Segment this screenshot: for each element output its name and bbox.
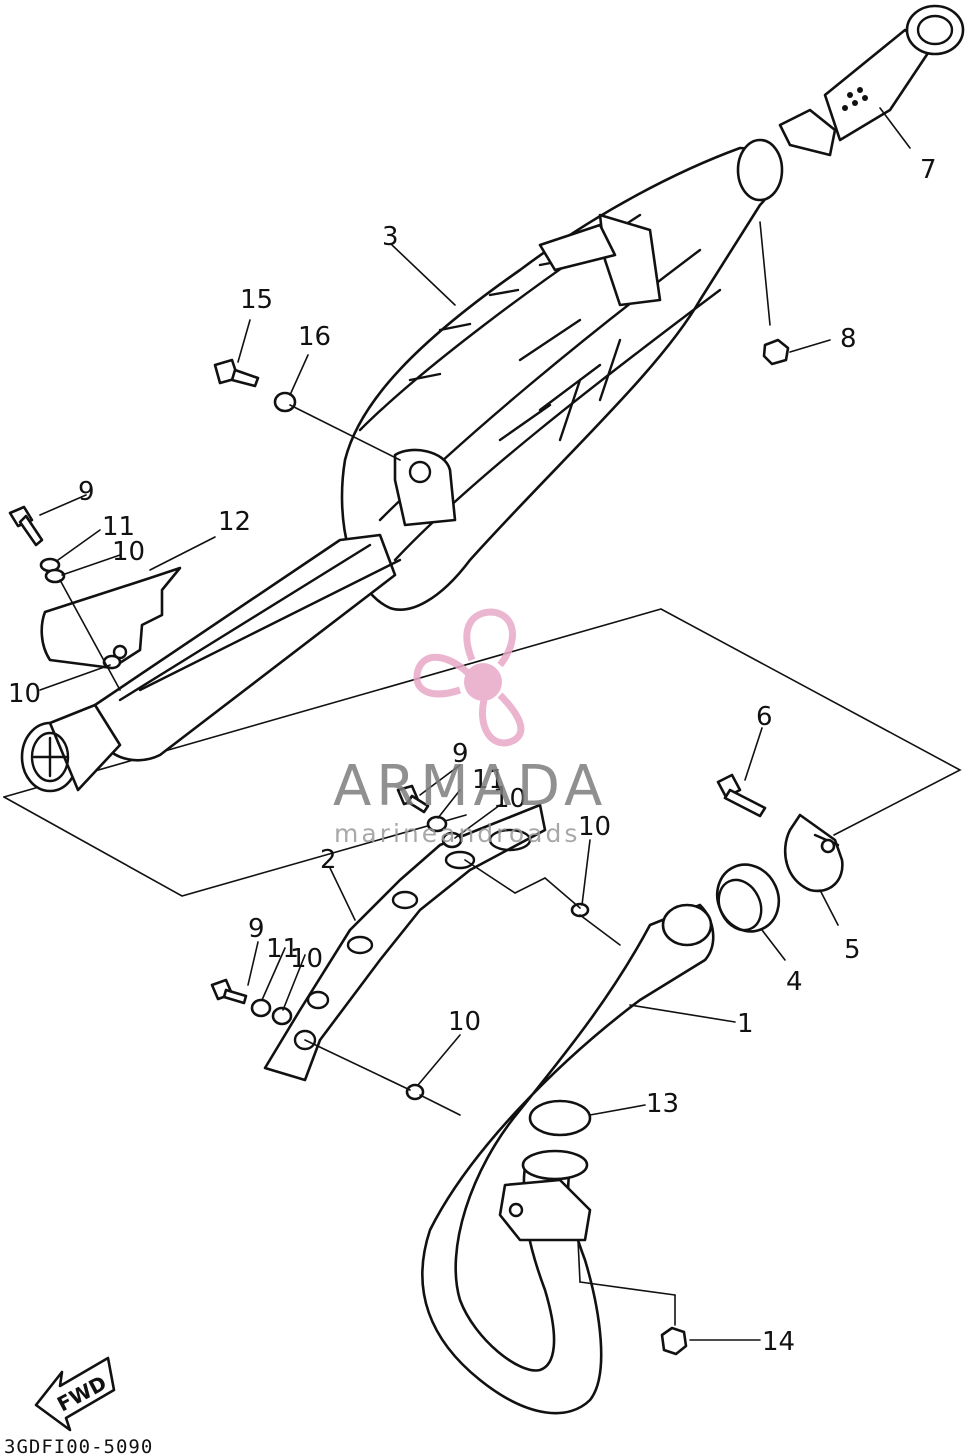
spark-arrester: [778, 4, 965, 157]
callout-1: 1: [737, 1009, 754, 1039]
exhaust-gasket: [528, 1099, 592, 1137]
washer-upper: [44, 568, 66, 584]
callout-14: 14: [762, 1327, 795, 1357]
forward-arrow: FWD: [34, 1356, 116, 1432]
callout-9-lower: 9: [248, 914, 265, 944]
clamp-bolt: [716, 773, 767, 818]
callout-11-mid: 11: [472, 765, 505, 795]
assembly-frame-lower: [3, 796, 467, 897]
callout-11-lower: 11: [266, 934, 299, 964]
watermark: ARMADA marineandroads: [333, 608, 607, 848]
protector-bolt-upper: [396, 784, 430, 814]
callout-6: 6: [756, 702, 773, 732]
watermark-tagline: marineandroads: [334, 819, 580, 848]
muffler-bracket: [40, 566, 182, 670]
callout-13: 13: [646, 1089, 679, 1119]
callout-7: 7: [920, 155, 937, 185]
drain-bolt: [762, 338, 790, 366]
muffler-washer: [273, 391, 297, 413]
clamp: [783, 813, 844, 893]
flange-nut: [660, 1326, 688, 1356]
washer-lower: [271, 1006, 293, 1026]
muffler: [340, 138, 784, 611]
callout-12: 12: [218, 507, 251, 537]
leader-lines: [39, 107, 911, 1341]
washer-bottom: [405, 1083, 425, 1101]
callout-10-mid: 10: [493, 784, 526, 814]
exhaust-protector: [263, 803, 547, 1082]
lock-washer-mid: [426, 815, 448, 833]
callout-15: 15: [240, 285, 273, 315]
watermark-brand: ARMADA: [333, 754, 607, 819]
callout-9-upper: 9: [78, 477, 95, 507]
propeller-logo-icon: [413, 608, 525, 747]
diagram-code: 3GDFI00-5090: [4, 1436, 153, 1455]
callout-10-bottom: 10: [448, 1007, 481, 1037]
protector-bolt-lower: [210, 978, 248, 1005]
callout-2: 2: [320, 845, 337, 875]
callout-11-upper: 11: [102, 512, 135, 542]
callout-5: 5: [844, 935, 861, 965]
muffler-inlet-pipe: [20, 533, 402, 793]
callout-16: 16: [298, 322, 331, 352]
joint-gasket: [715, 863, 781, 933]
callout-4: 4: [786, 967, 803, 997]
lock-washer-lower: [250, 998, 272, 1018]
callout-3: 3: [382, 222, 399, 252]
bracket-bolt-upper: [8, 505, 44, 547]
callout-10-lower: 10: [290, 944, 323, 974]
callout-8: 8: [840, 324, 857, 354]
callout-9-mid: 9: [452, 739, 469, 769]
callout-10-right: 10: [578, 812, 611, 842]
assembly-frame: [3, 608, 962, 836]
callout-10-left: 10: [8, 679, 41, 709]
exhaust-pipe: [421, 903, 715, 1415]
callout-10-upper: 10: [112, 537, 145, 567]
muffler-bolt: [213, 358, 260, 388]
